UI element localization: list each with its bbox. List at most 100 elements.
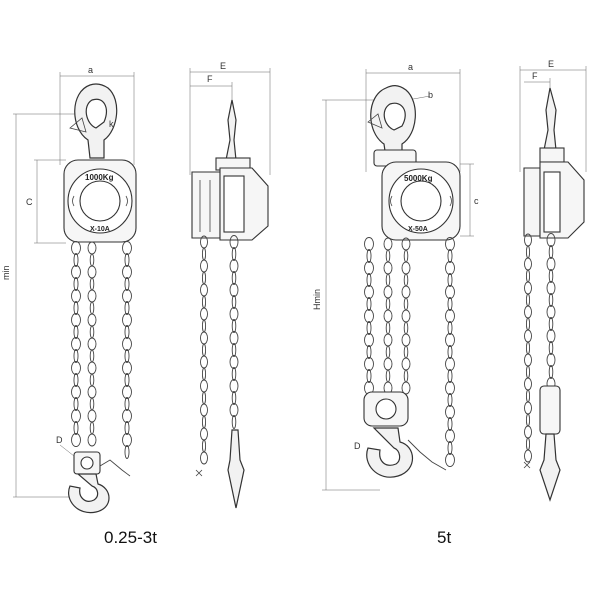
chain-link [525, 341, 531, 355]
top-hook-large [370, 85, 416, 159]
chain-link [364, 261, 374, 275]
chain-link [89, 301, 95, 315]
chain-link [445, 453, 455, 467]
chain-link [401, 285, 411, 299]
chain-link [231, 367, 237, 381]
chain-link [124, 253, 130, 267]
chain-link [87, 313, 97, 327]
chain-link [366, 297, 372, 311]
chain-link [525, 269, 531, 283]
chain-link [229, 331, 239, 345]
chain-link [201, 319, 207, 333]
side-load-chain [229, 235, 239, 429]
chain-link [201, 343, 207, 357]
chain-link [200, 259, 208, 273]
chain-link [73, 421, 79, 435]
hand-chain-left [71, 241, 81, 447]
dim-label-c-large: c [474, 196, 479, 206]
chain-link [548, 269, 554, 283]
chain-link [231, 247, 237, 261]
chain-link [200, 379, 208, 393]
chain-link [229, 259, 239, 273]
chain-link [122, 433, 132, 447]
chain-link [229, 307, 239, 321]
chain-link [445, 285, 455, 299]
chain-link [445, 429, 455, 443]
chain-link [447, 417, 453, 431]
chain-link [124, 421, 130, 435]
chain-link [200, 283, 208, 297]
chain-link [366, 369, 372, 383]
chain-link [200, 427, 208, 441]
chain-link [122, 337, 132, 351]
chain-link [385, 273, 391, 287]
chain-link [71, 385, 81, 399]
chain-link [124, 277, 130, 291]
hoist-front-view-small: a B C min k 1000Kg X-10A D [1, 65, 137, 514]
chain-link [401, 357, 411, 371]
top-hook [74, 83, 118, 159]
chain-link [546, 353, 556, 367]
chain-link [229, 403, 239, 417]
chain-link [403, 273, 409, 287]
chain-link [122, 289, 132, 303]
chain-link [366, 321, 372, 335]
chain-link [525, 413, 531, 427]
chain-link [73, 277, 79, 291]
chain-link [122, 361, 132, 375]
chain-link [122, 409, 132, 423]
chain-link [231, 271, 237, 285]
load-chain-left [87, 241, 97, 447]
chain-link [71, 313, 81, 327]
chain-link [200, 451, 208, 465]
side-bottom-hook [227, 429, 245, 509]
caption-capacity-large: 5t [437, 528, 452, 547]
chain-link [71, 337, 81, 351]
chain-link [546, 329, 556, 343]
chain-link [548, 341, 554, 355]
chain-link [385, 321, 391, 335]
chain-link [87, 241, 97, 255]
chain-link [122, 265, 132, 279]
chain-link [364, 285, 374, 299]
chain-link [73, 253, 79, 267]
chain-link [73, 325, 79, 339]
chain-link [525, 437, 531, 451]
chain-link [366, 249, 372, 263]
chain-link [445, 333, 455, 347]
chain-link [124, 373, 130, 387]
chain-link [366, 273, 372, 287]
chain-link [401, 333, 411, 347]
chain-link [201, 247, 207, 261]
chain-link [87, 265, 97, 279]
chain-link [73, 349, 79, 363]
chain-link [383, 309, 393, 323]
hand-chain-left-large [364, 237, 374, 395]
chain-link [403, 369, 409, 383]
chain-link [229, 283, 239, 297]
chain-link [200, 355, 208, 369]
chain-link [73, 397, 79, 411]
chain-link [71, 433, 81, 447]
chain-link [447, 393, 453, 407]
chain-link [525, 245, 531, 259]
svg-text:k: k [109, 119, 114, 129]
hand-chain-right-large [445, 237, 455, 467]
chain-link [231, 295, 237, 309]
chain-link [385, 297, 391, 311]
chain-link [71, 361, 81, 375]
load-chain-right-large [401, 237, 411, 395]
chain-link [383, 261, 393, 275]
chain-link [364, 309, 374, 323]
chain-link [383, 333, 393, 347]
chain-link [524, 305, 532, 319]
chain-link [445, 357, 455, 371]
chain-link [447, 345, 453, 359]
dim-label-d: D [56, 435, 63, 445]
side-bottom-hook-large [539, 433, 561, 502]
chain-link [525, 365, 531, 379]
caption-capacity-small: 0.25-3t [104, 528, 157, 547]
chain-link [447, 441, 453, 455]
chain-link [73, 301, 79, 315]
